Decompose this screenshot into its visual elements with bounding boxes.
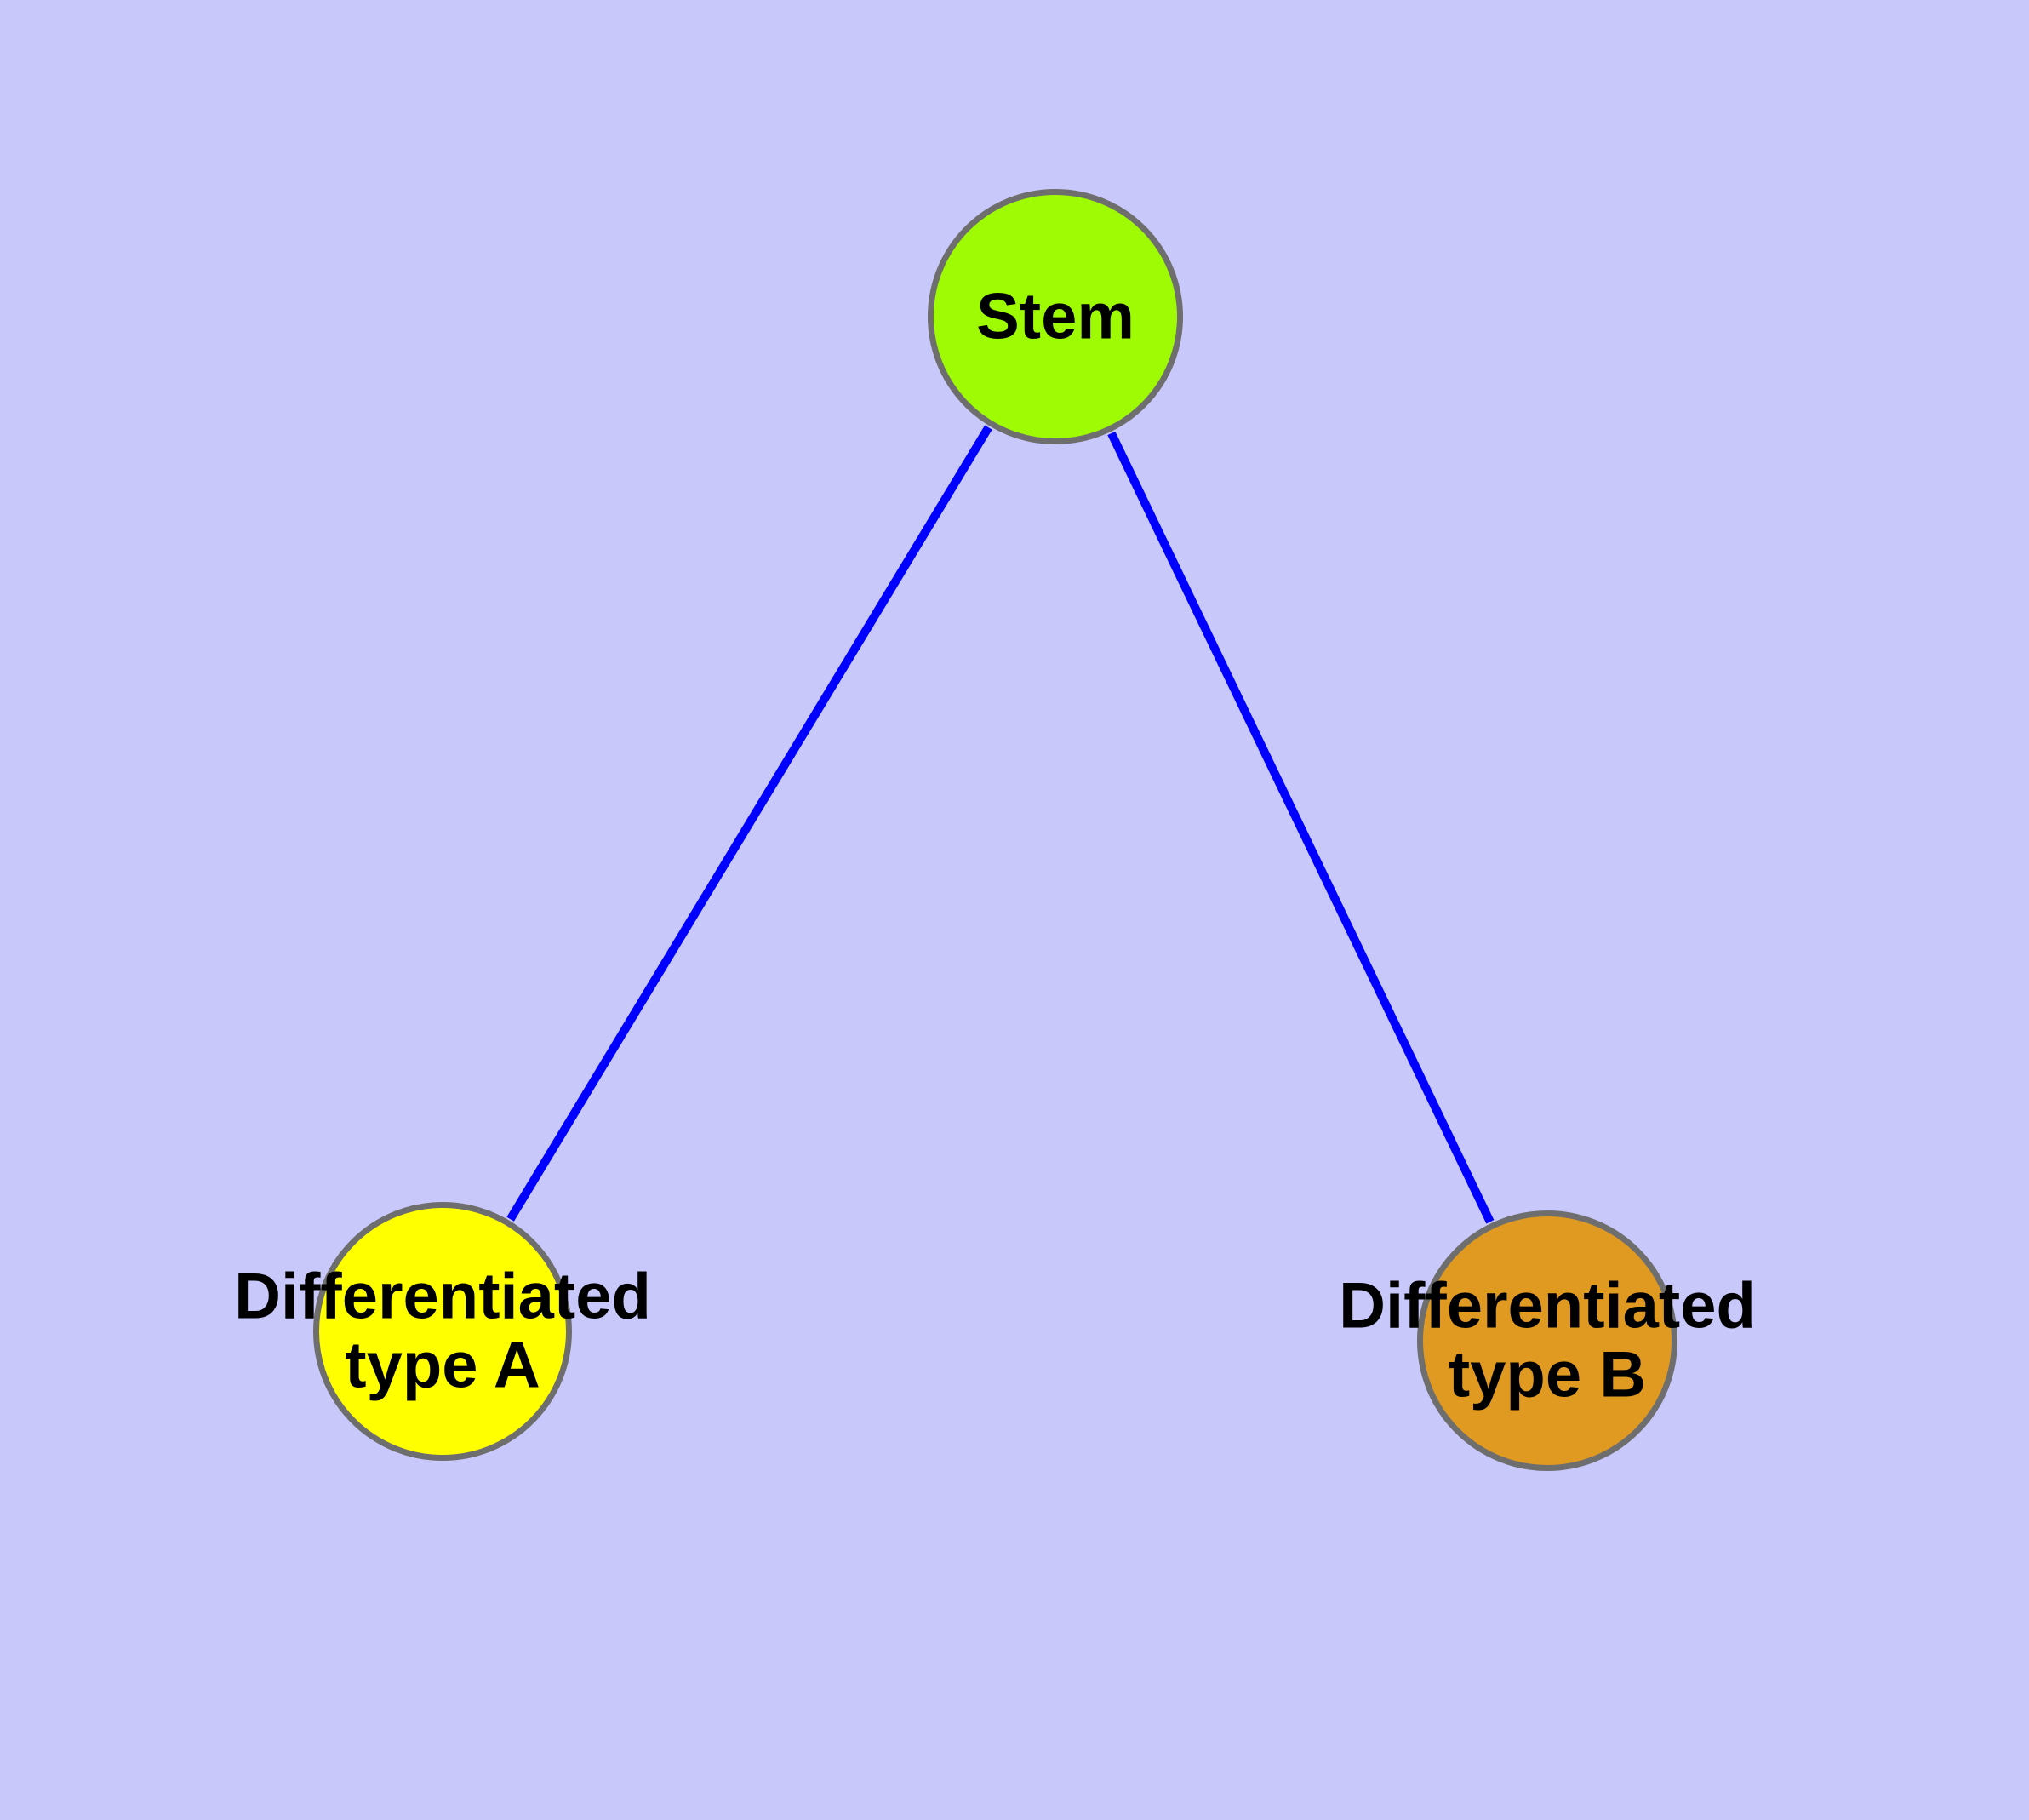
edge-stem-to-diff-a[interactable] [506, 425, 992, 1222]
edge-stem-to-diff-b[interactable] [1107, 431, 1495, 1224]
node-stem[interactable] [928, 189, 1183, 444]
node-differentiated-type-a[interactable] [313, 1202, 572, 1461]
node-differentiated-type-b[interactable] [1417, 1210, 1677, 1471]
